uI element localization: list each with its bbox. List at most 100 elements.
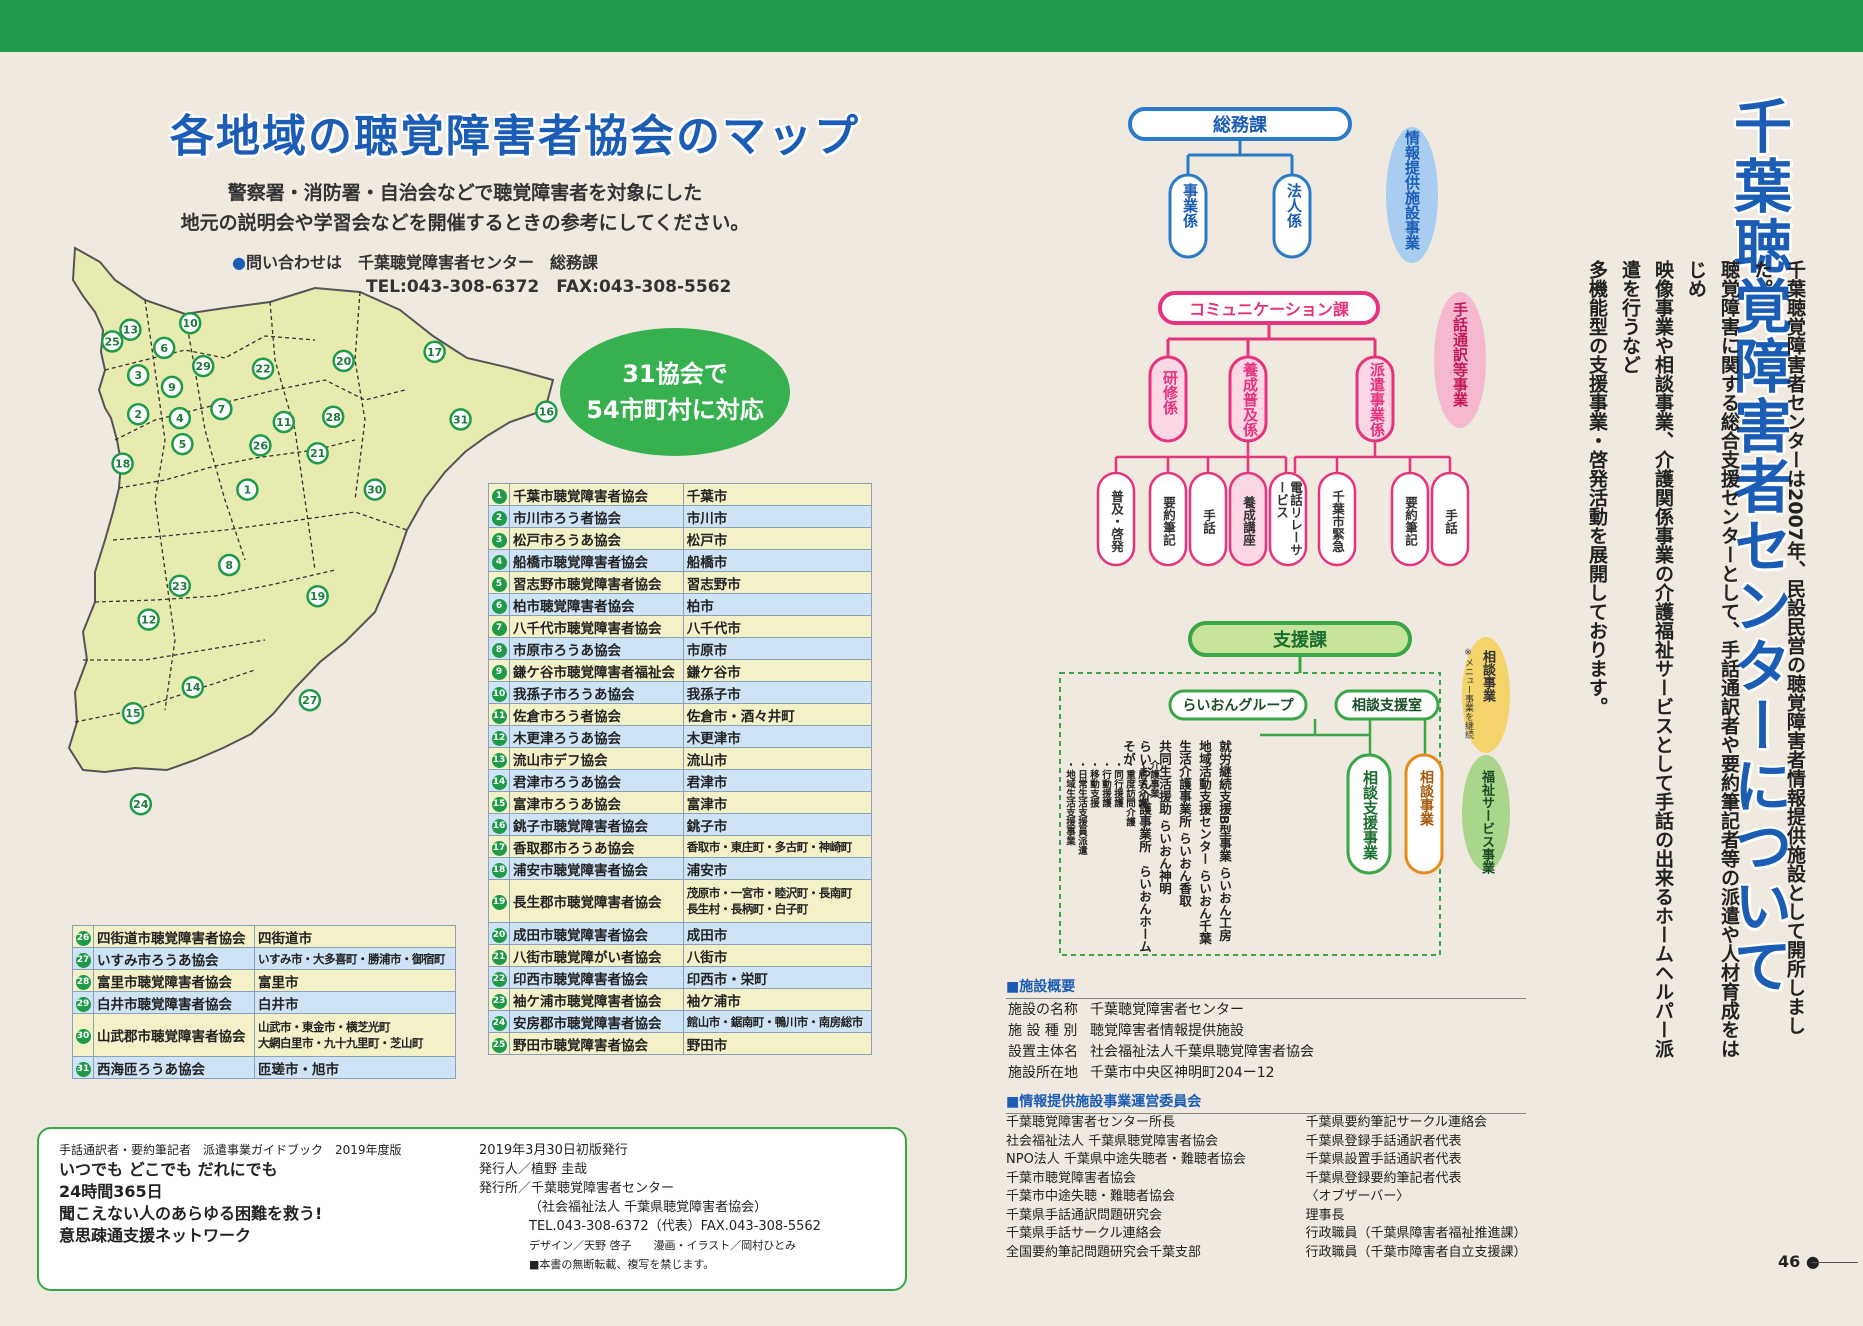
map-marker-label: 23 [172, 580, 187, 593]
bullet-icon: ● [232, 253, 246, 272]
facility-row: 施 設 種 別聴覚障害者情報提供施設 [1008, 1022, 1324, 1041]
shien-dept-label: 支援課 [1272, 629, 1328, 651]
number-circle: 1 [491, 488, 507, 504]
association-number: 9 [488, 659, 510, 682]
comm-leaf-box [1188, 471, 1228, 567]
map-marker: 6 [152, 336, 176, 360]
facility-key: 施設の名称 [1008, 1002, 1078, 1018]
association-area: 銚子市 [682, 813, 873, 836]
map-marker-label: 16 [539, 406, 555, 419]
map-marker-circle [121, 701, 145, 725]
association-name: 市川市ろう者協会 [509, 505, 684, 528]
committee-member: 千葉市聴覚障害者協会 [1006, 1170, 1137, 1186]
association-number: 22 [488, 966, 510, 989]
info-service-oval [1386, 127, 1438, 263]
comm-unit-2: 養成普及係 [1241, 362, 1259, 437]
association-number: 1 [488, 483, 510, 506]
map-marker-circle [272, 410, 296, 434]
number-circle: 4 [491, 554, 507, 570]
shien-dotted-frame [1059, 672, 1441, 956]
about-line-3: 映像事業や相談事業、介護関係事業の介護福祉サービスとして手話の出来るホームヘルパ… [1619, 260, 1674, 1058]
association-name: 安房郡市聴覚障害者協会 [509, 1010, 684, 1033]
comm-leaf-text-wrap: 手話 [1443, 509, 1458, 534]
design-credits: デザイン／天野 啓子 漫画・イラスト／岡村ひとみ [529, 1239, 796, 1252]
association-area: 木更津市 [682, 725, 873, 748]
number-circle: 9 [491, 664, 507, 680]
map-marker-circle [119, 318, 142, 341]
association-name: 富里市聴覚障害者協会 [92, 969, 256, 992]
map-marker: 2 [126, 402, 150, 426]
publisher: 発行人／植野 圭哉 [479, 1162, 588, 1177]
page-number: 46 ● [1778, 1252, 1820, 1271]
map-marker-label: 22 [255, 363, 270, 376]
comm-leaf-label: 普及・啓発 [1109, 489, 1124, 553]
soumu-unit-1-box [1168, 173, 1208, 259]
comm-leaf-box [1390, 471, 1430, 567]
committee-member: 行政職員（千葉市障害者自立支援課） [1305, 1244, 1527, 1260]
association-area: 成田市 [682, 922, 873, 945]
association-number: 14 [488, 769, 510, 792]
slogan-line-2: 24時間365日 [59, 1182, 163, 1201]
copyright-notice: ■本書の無断転載、複写を禁じます。 [529, 1258, 715, 1271]
map-marker: 25 [100, 330, 124, 353]
number-circle: 2 [491, 510, 507, 526]
committee-member: 千葉県手話サークル連絡会 [1006, 1226, 1162, 1241]
association-number: 24 [488, 1010, 510, 1033]
map-marker-circle [217, 553, 241, 577]
association-area: 船橋市 [682, 549, 873, 572]
number-circle: 29 [75, 996, 91, 1012]
org-chart: 総務課 コミュニケーション課 普及・啓発要約筆記手話養成講座電話リレーサービス千… [1059, 107, 1510, 956]
map-marker-circle [321, 405, 345, 429]
association-name: 君津市ろうあ協会 [509, 769, 684, 792]
soumu-dept-label: 総務課 [1213, 114, 1268, 136]
association-area: 富津市 [682, 791, 873, 814]
committee-member: 社会福祉法人 千葉県聴覚障害者協会 [1006, 1133, 1219, 1149]
association-number: 2 [488, 505, 510, 528]
association-area: 野田市 [682, 1032, 873, 1055]
comm-leaf-text-wrap: 要約筆記 [1403, 496, 1418, 546]
association-name: 千葉市聴覚障害者協会 [509, 483, 684, 506]
committee-member: 千葉市中途失聴・難聴者協会 [1006, 1189, 1176, 1204]
facility-key: 設置主体名 [1008, 1044, 1078, 1060]
association-number: 27 [72, 947, 94, 970]
lion-sub-item: ・移動支援 [1088, 760, 1099, 808]
association-area: 館山市・鋸南町・鴨川市・南房総市 [682, 1010, 873, 1033]
soumu-unit-1: 事業係 [1181, 183, 1199, 228]
colophon-right: 2019年3月30日初版発行 発行人／植野 圭哉 発行所／千葉聴覚障害者センター… [479, 1141, 821, 1274]
association-area: 八千代市 [682, 615, 873, 638]
number-circle: 25 [491, 1037, 507, 1053]
comm-unit-3: 派遣事業係 [1368, 362, 1386, 437]
map-marker-circle [137, 608, 160, 631]
association-area: 柏市 [682, 593, 873, 616]
intro-line-2: 地元の説明会や学習会などを開催するときの参考にしてください。 [180, 212, 750, 234]
map-marker-label: 3 [134, 369, 142, 382]
association-area: 茂原市・一宮市・睦沢町・長南町長生村・長柄町・白子町 [682, 879, 873, 923]
number-circle: 21 [491, 949, 507, 965]
comm-leaf-text-wrap: 電話リレーサービス [1274, 481, 1303, 556]
map-marker-label: 9 [168, 381, 176, 394]
number-circle: 26 [75, 930, 91, 946]
map-marker-label: 21 [310, 447, 325, 460]
map-marker: 26 [249, 434, 272, 457]
comm-leaf-box [1430, 471, 1470, 567]
map-marker: 31 [449, 408, 472, 431]
soudan-note: ※メニュー事業を継続 [1463, 648, 1473, 739]
committee-member: 千葉県要約筆記サークル連絡会 [1305, 1115, 1488, 1130]
map-marker-circle [171, 432, 194, 456]
association-name: いすみ市ろうあ協会 [92, 947, 256, 970]
association-number: 28 [72, 969, 94, 992]
association-number: 26 [72, 925, 94, 948]
committee-member: 千葉県手話通訳問題研究会 [1006, 1207, 1163, 1223]
number-circle: 7 [491, 620, 507, 636]
